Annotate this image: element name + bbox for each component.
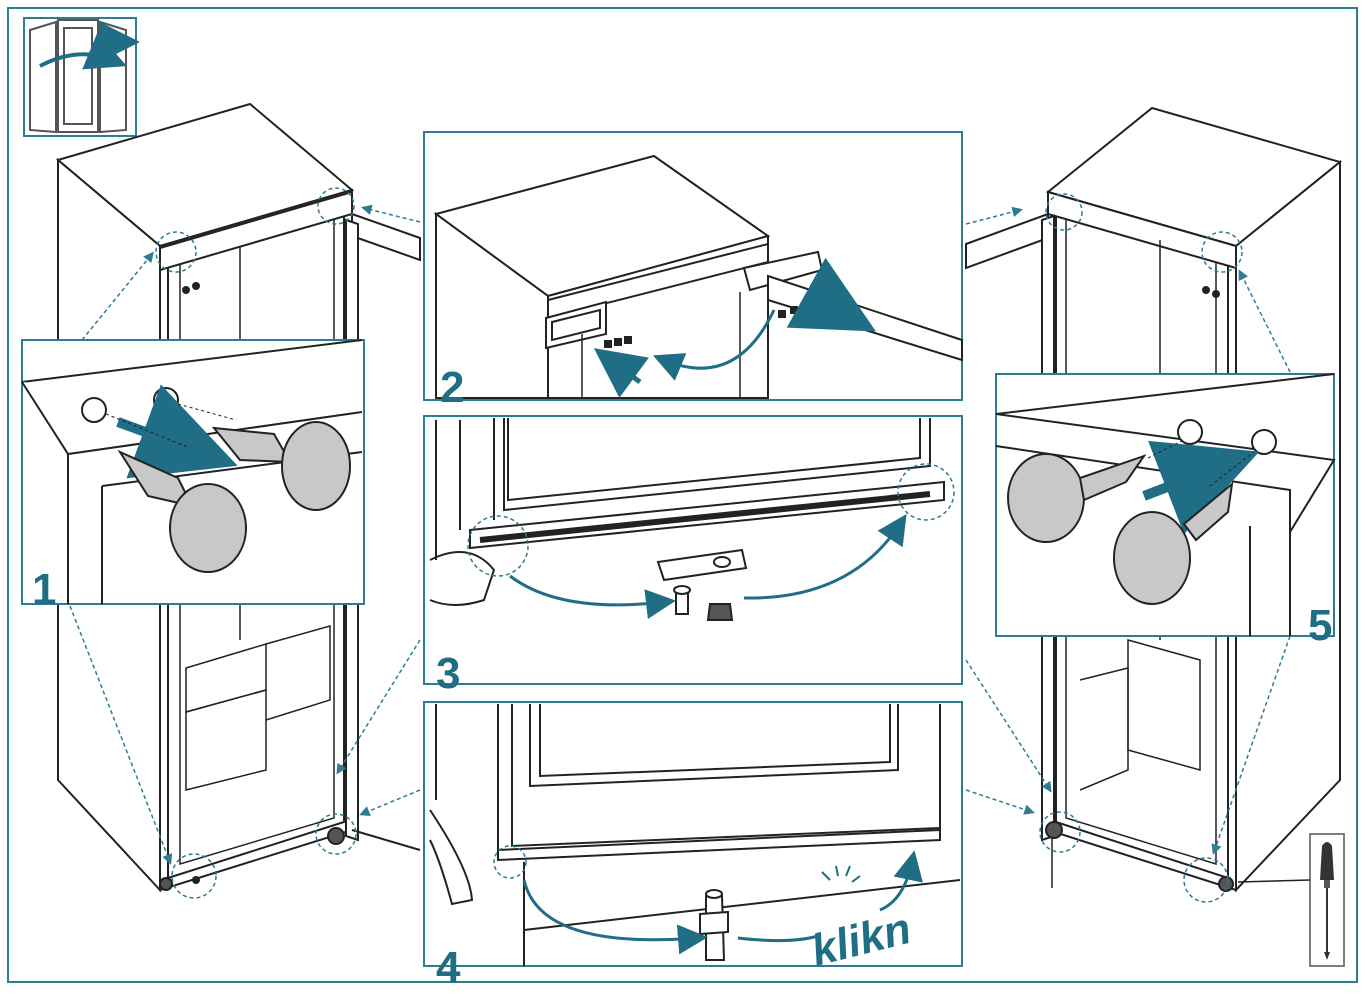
step-1-number: 1 [32,565,56,614]
fridge-left-callouts [69,187,421,899]
screwdriver-icon [1237,833,1345,967]
door-reversal-icon [23,17,140,137]
step-2-panel [423,131,963,401]
step-4-panel [423,701,963,967]
outer-frame [7,7,1358,983]
fridge-right-callouts [965,193,1291,903]
step-1-panel [21,339,365,605]
step-5-number: 5 [1308,601,1332,650]
step-3-panel [423,415,963,685]
step-4-number: 4 [436,943,461,990]
step-2-number: 2 [440,363,464,412]
step-5-panel [995,373,1336,637]
step-3-number: 3 [436,649,460,698]
